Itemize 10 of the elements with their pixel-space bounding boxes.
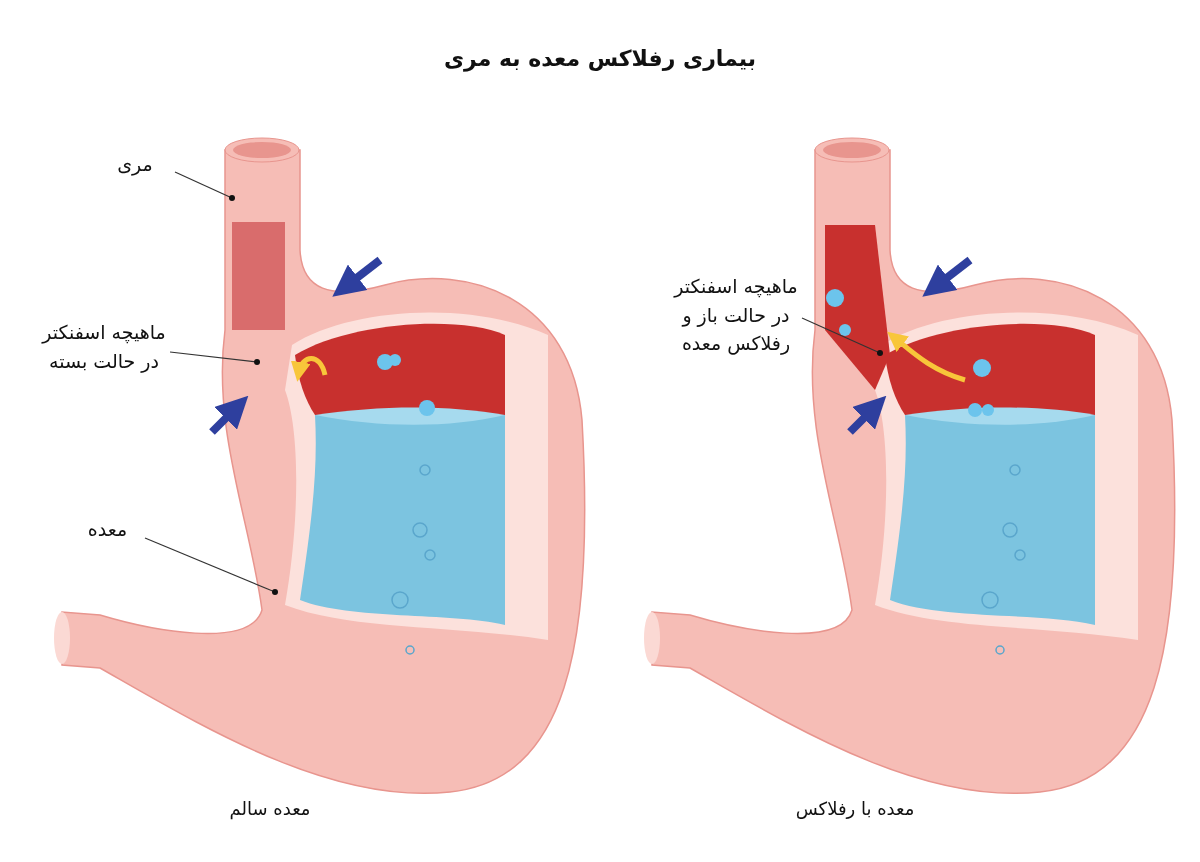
leader-line <box>169 351 260 365</box>
caption-text: معده با رفلاکس <box>794 798 916 819</box>
leader-line <box>144 537 278 595</box>
callout-text: ماهیچه اسفنکتر در حالت باز و رفلاکس معده <box>670 272 802 368</box>
callout-text: معده <box>70 515 145 547</box>
caption-text: معده سالم <box>228 798 312 819</box>
callout-text: ماهیچه اسفنکتر در حالت بسته <box>38 318 170 382</box>
callout-text: مری <box>95 150 175 182</box>
title: بیماری رفلاکس معده به مری <box>442 46 758 71</box>
leader-line <box>174 171 235 201</box>
